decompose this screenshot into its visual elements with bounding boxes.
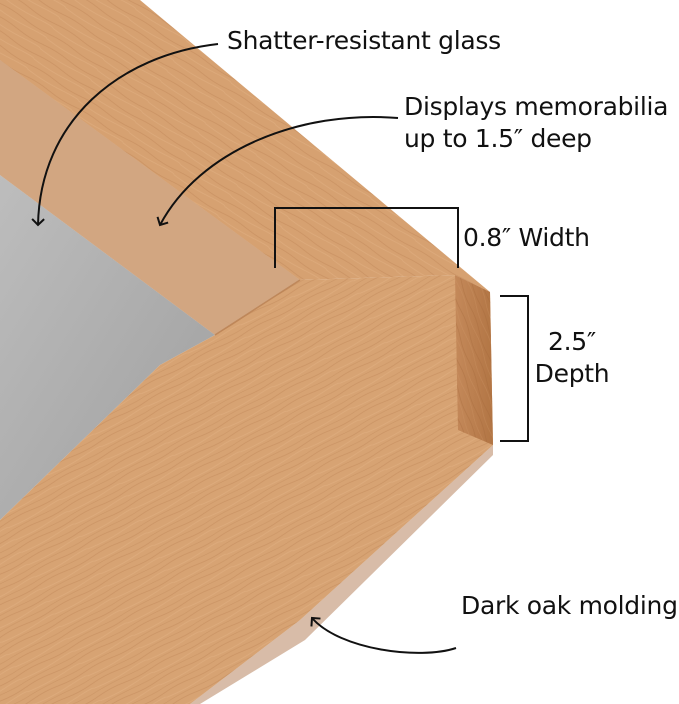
memorabilia-line2: up to 1.5″ deep (404, 124, 592, 153)
glass-annotation: Shatter-resistant glass (227, 26, 501, 55)
frame-miter-joint (214, 279, 301, 336)
depth-label: Depth (534, 359, 610, 388)
width-annotation: 0.8″ Width (463, 223, 590, 252)
depth-callout-arrow (156, 116, 399, 227)
depth-value: 2.5″ (548, 327, 596, 356)
glass-callout-arrow (31, 43, 219, 227)
frame-inner-bevel-top (0, 60, 300, 335)
frame-backing (0, 175, 215, 520)
molding-callout-arrow (310, 616, 457, 654)
width-dimension-bracket (274, 207, 459, 268)
memorabilia-depth-annotation: Displays memorabilia up to 1.5″ deep (404, 91, 668, 155)
molding-annotation: Dark oak molding (461, 591, 678, 620)
depth-dimension-bracket (500, 295, 529, 442)
memorabilia-line1: Displays memorabilia (404, 92, 669, 121)
depth-annotation: 2.5″ Depth (530, 326, 614, 390)
